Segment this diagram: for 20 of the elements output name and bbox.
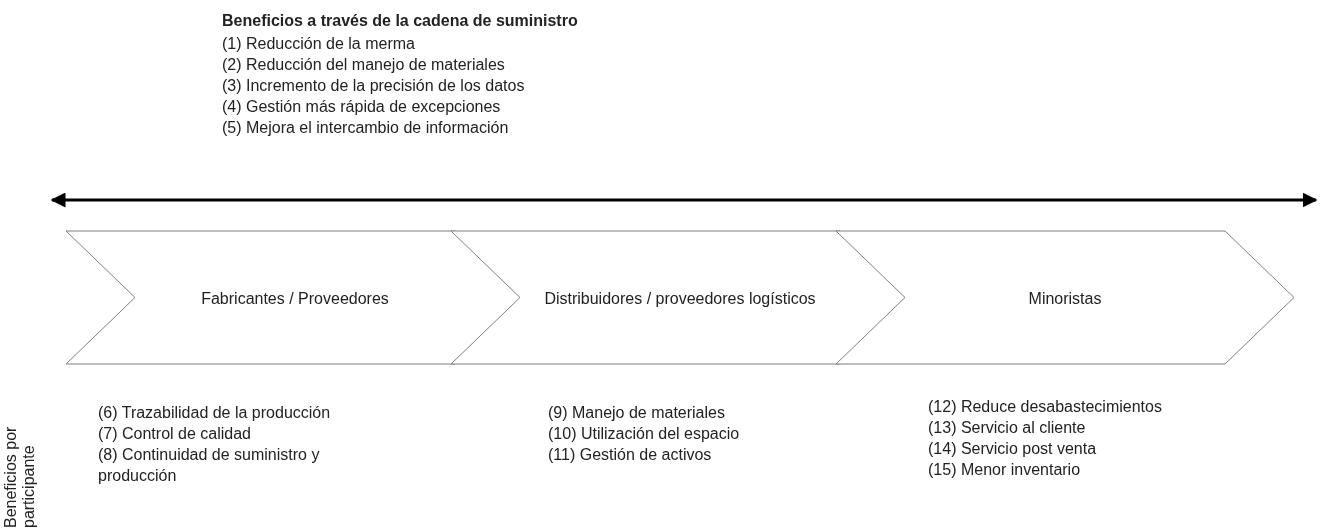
heading: Beneficios a través de la cadena de suministro: [222, 11, 578, 31]
list-item: (15) Menor inventario: [928, 460, 1082, 480]
stage-label: Fabricantes / Proveedores: [200, 288, 390, 308]
side-label: Beneficios por participante: [2, 425, 38, 528]
list-item: (4) Gestión más rápida de excepciones: [222, 97, 501, 117]
list-item: (14) Servicio post venta: [928, 439, 1098, 459]
list-item: (13) Servicio al cliente: [928, 418, 1087, 438]
list-item: (7) Control de calidad: [98, 424, 252, 444]
list-item: (2) Reducción del manejo de materiales: [222, 55, 505, 75]
list-item: (3) Incremento de la precisión de los datos: [222, 76, 525, 96]
list-item: (6) Trazabilidad de la producción: [98, 403, 332, 423]
list-item: (8) Continuidad de suministro y producción: [98, 445, 321, 486]
list-item: (12) Reduce desabastecimientos: [928, 397, 1163, 417]
list-item: (1) Reducción de la merma: [222, 34, 415, 54]
list-item: (5) Mejora el intercambio de información: [222, 118, 509, 138]
stage-label: Minoristas: [1027, 288, 1103, 308]
stage-label: Distribuidores / proveedores logísticos: [543, 288, 817, 308]
list-item: (11) Gestión de activos: [548, 445, 713, 465]
list-item: (9) Manejo de materiales: [548, 403, 726, 423]
list-item: (10) Utilización del espacio: [548, 424, 741, 444]
